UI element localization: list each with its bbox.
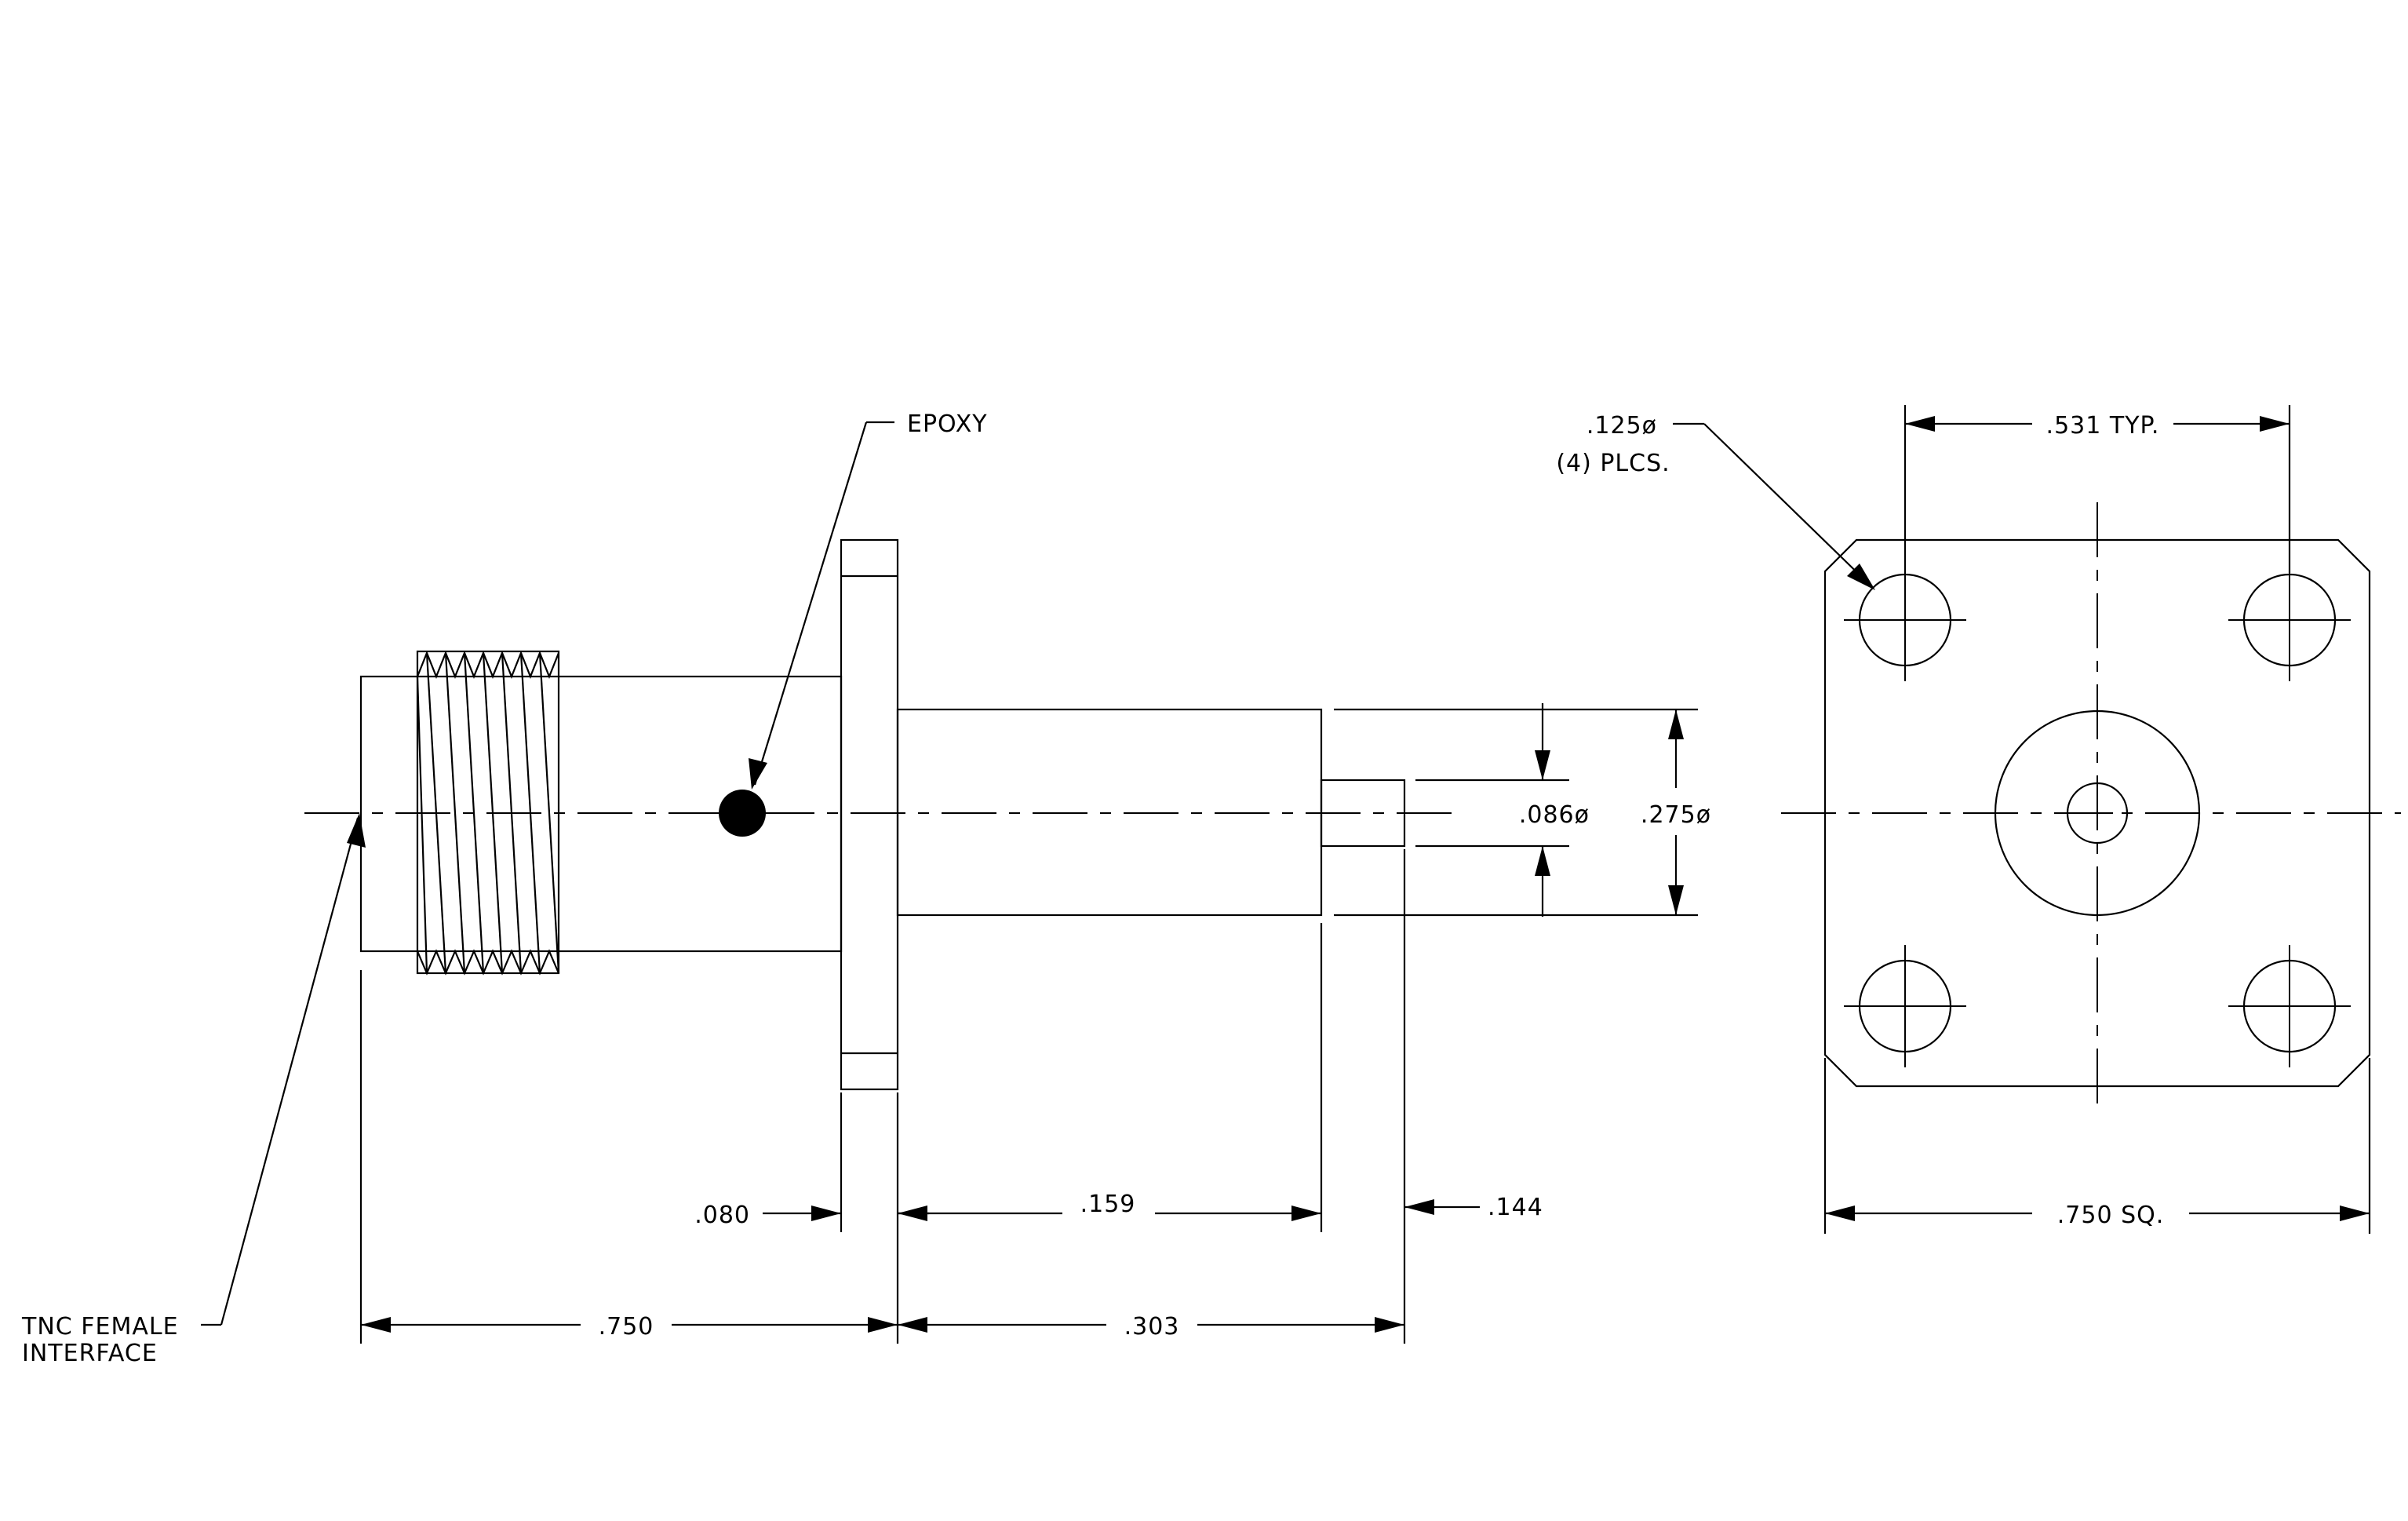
flange-front (1823, 538, 2371, 1088)
dim-flange-square: .750 SQ. (2057, 1202, 2165, 1229)
dim-flange-thickness: .080 (694, 1202, 750, 1229)
tnc-label-line2: INTERFACE (22, 1340, 158, 1367)
dim-hole-spacing: .531 TYP. (2046, 412, 2160, 440)
hole-dia-label: .125ø (1587, 412, 1657, 440)
hole-qty-label: (4) PLCS. (1556, 450, 1670, 477)
side-view: EPOXY TNC FEMALE INTERFACE .080 .159 .14… (21, 410, 1711, 1367)
epoxy-label: EPOXY (907, 410, 988, 438)
thread-section (416, 650, 560, 976)
mounting-hole-bottom-right (2228, 945, 2351, 1067)
center-pin-circle (2066, 782, 2129, 844)
tnc-label-line1: TNC FEMALE (21, 1313, 179, 1340)
dim-body-length: .159 (1080, 1191, 1136, 1218)
mounting-hole-top-left (1844, 559, 1966, 681)
dim-overall-rear: .303 (1124, 1313, 1180, 1340)
dielectric-circle (1994, 709, 2201, 917)
center-pin (1320, 779, 1406, 848)
dim-pin-dia: .086ø (1519, 801, 1590, 829)
dim-overall-front: .750 (599, 1313, 654, 1340)
dim-body-dia: .275ø (1641, 801, 1711, 829)
mounting-hole-bottom-left (1844, 945, 1966, 1067)
front-view: .531 TYP. .125ø (4) PLCS. .750 SQ. (1556, 405, 2401, 1234)
mounting-hole-top-right (2228, 559, 2351, 681)
epoxy-dot (719, 790, 766, 837)
flange-side (840, 538, 899, 1091)
dim-pin-length: .144 (1488, 1194, 1543, 1221)
